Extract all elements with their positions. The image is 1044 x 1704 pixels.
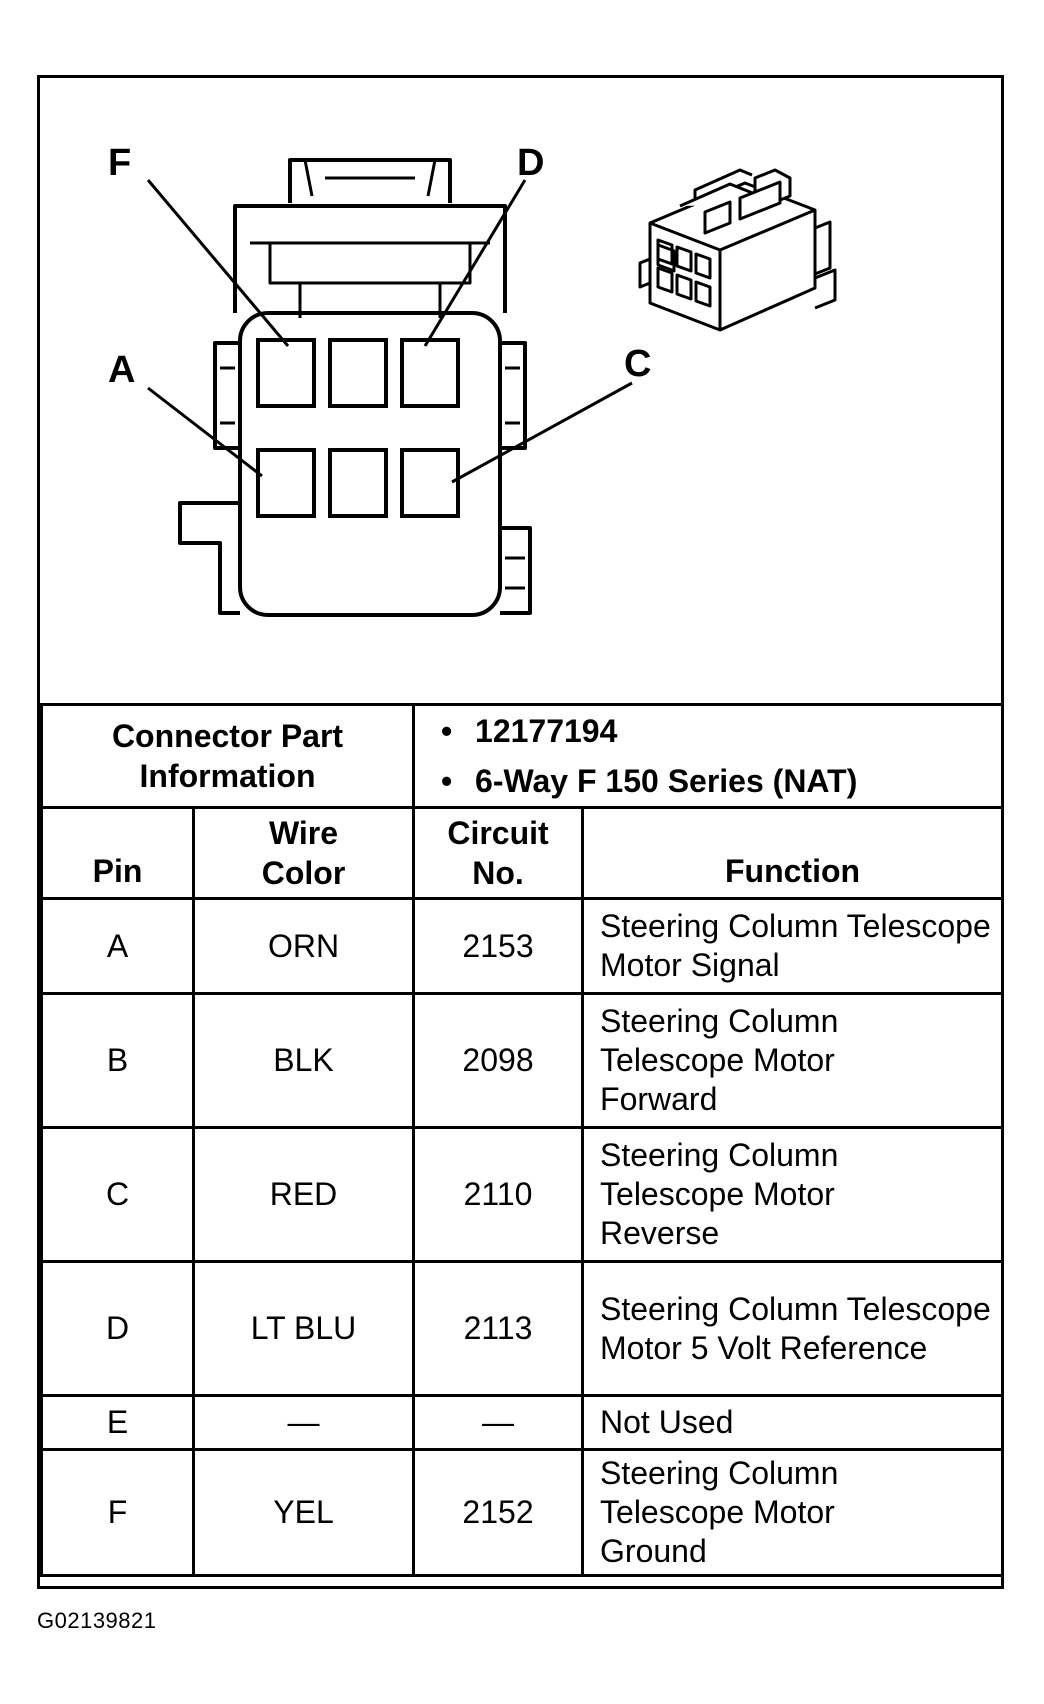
function-cell: Steering Column Telescope Motor Ground <box>581 1448 1005 1577</box>
pin-cell: E <box>40 1394 195 1451</box>
pin-cell: B <box>40 992 195 1129</box>
cavity-b <box>328 448 388 518</box>
wire-color-cell: LT BLU <box>191 1260 416 1397</box>
col-header-function: Function <box>581 806 1005 900</box>
leader-f <box>146 179 290 347</box>
figure-id: G02139821 <box>37 1608 157 1633</box>
table-row: D LT BLU 2113 Steering Column Telescope … <box>40 1260 1005 1397</box>
col-header-wire-color: Wire Color <box>191 806 416 900</box>
connector-part-info-header: Connector Part Information <box>39 703 416 809</box>
connector-shoulder <box>233 204 507 313</box>
leader-d <box>423 179 527 347</box>
connector-info-frame: F D A C <box>37 75 1005 1589</box>
part-number-list: 12177194 6-Way F 150 Series (NAT) <box>412 703 1005 809</box>
connector-latch <box>288 158 452 203</box>
table-row: A ORN 2153 Steering Column Telescope Mot… <box>40 897 1005 995</box>
function-cell: Steering Column Telescope Motor 5 Volt R… <box>581 1260 1005 1397</box>
cavity-d <box>400 338 460 408</box>
wire-color-cell: YEL <box>191 1448 416 1577</box>
connector-table: Connector Part Information 12177194 6-Wa… <box>39 703 1005 1577</box>
label-d: D <box>517 142 544 184</box>
leader-a <box>147 386 263 478</box>
table-row: F YEL 2152 Steering Column Telescope Mot… <box>40 1448 1005 1577</box>
circuit-cell: 2152 <box>412 1448 585 1577</box>
label-f: F <box>108 142 131 184</box>
pin-cell: A <box>40 897 195 995</box>
table-row: C RED 2110 Steering Column Telescope Mot… <box>40 1126 1005 1263</box>
table-row: B BLK 2098 Steering Column Telescope Mot… <box>40 992 1005 1129</box>
wire-color-cell: BLK <box>191 992 416 1129</box>
function-cell: Not Used <box>581 1394 1005 1451</box>
connector-isometric <box>638 168 837 332</box>
part-series: 6-Way F 150 Series (NAT) <box>441 756 1001 806</box>
part-number: 12177194 <box>441 706 1001 756</box>
cavity-c <box>400 448 460 518</box>
leader-c <box>451 381 633 484</box>
pin-cell: F <box>40 1448 195 1577</box>
cavity-a <box>256 448 316 518</box>
pin-cell: C <box>40 1126 195 1263</box>
cavity-f <box>256 338 316 408</box>
circuit-cell: 2098 <box>412 992 585 1129</box>
wire-color-cell: RED <box>191 1126 416 1263</box>
connector-housing <box>238 311 502 617</box>
function-cell: Steering Column Telescope Motor Reverse <box>581 1126 1005 1263</box>
col-header-pin: Pin <box>40 806 195 900</box>
function-cell: Steering Column Telescope Motor Signal <box>581 897 1005 995</box>
label-c: C <box>624 343 651 385</box>
pin-cell: D <box>40 1260 195 1397</box>
wire-color-cell: ORN <box>191 897 416 995</box>
circuit-cell: — <box>412 1394 585 1451</box>
table-row: E — — Not Used <box>40 1394 1005 1451</box>
col-header-circuit: Circuit No. <box>412 806 585 900</box>
circuit-cell: 2110 <box>412 1126 585 1263</box>
circuit-cell: 2153 <box>412 897 585 995</box>
circuit-cell: 2113 <box>412 1260 585 1397</box>
wire-color-cell: — <box>191 1394 416 1451</box>
label-a: A <box>108 349 135 391</box>
function-cell: Steering Column Telescope Motor Forward <box>581 992 1005 1129</box>
connector-diagram: F D A C <box>108 142 837 617</box>
cavity-e <box>328 338 388 408</box>
